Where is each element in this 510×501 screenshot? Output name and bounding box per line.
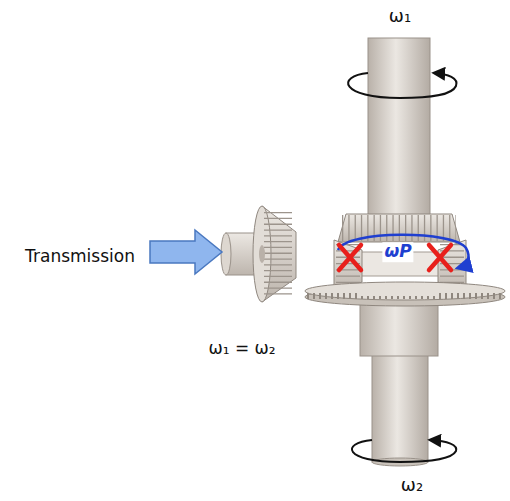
lower-axle [372,355,428,462]
rotation-arrow [348,73,456,98]
gear-teeth [264,212,292,296]
locked-mark [429,245,451,270]
caption-text: ω₁ = ω₂ [206,339,277,359]
drive-shaft [221,233,231,275]
ring-gear [360,286,438,296]
input-arrow [150,230,222,274]
angular-velocity: ω₂ [399,475,425,496]
angular-velocity: ω₁ [387,6,413,27]
caption-text: Transmission [23,247,137,267]
locked-mark [339,245,361,270]
angular-velocity: ωP [382,242,413,262]
upper-axle [368,38,430,218]
gear-teeth [336,244,360,288]
rotation-arrow [352,440,456,462]
ring-gear [305,282,505,300]
pinion-hub [259,245,265,263]
